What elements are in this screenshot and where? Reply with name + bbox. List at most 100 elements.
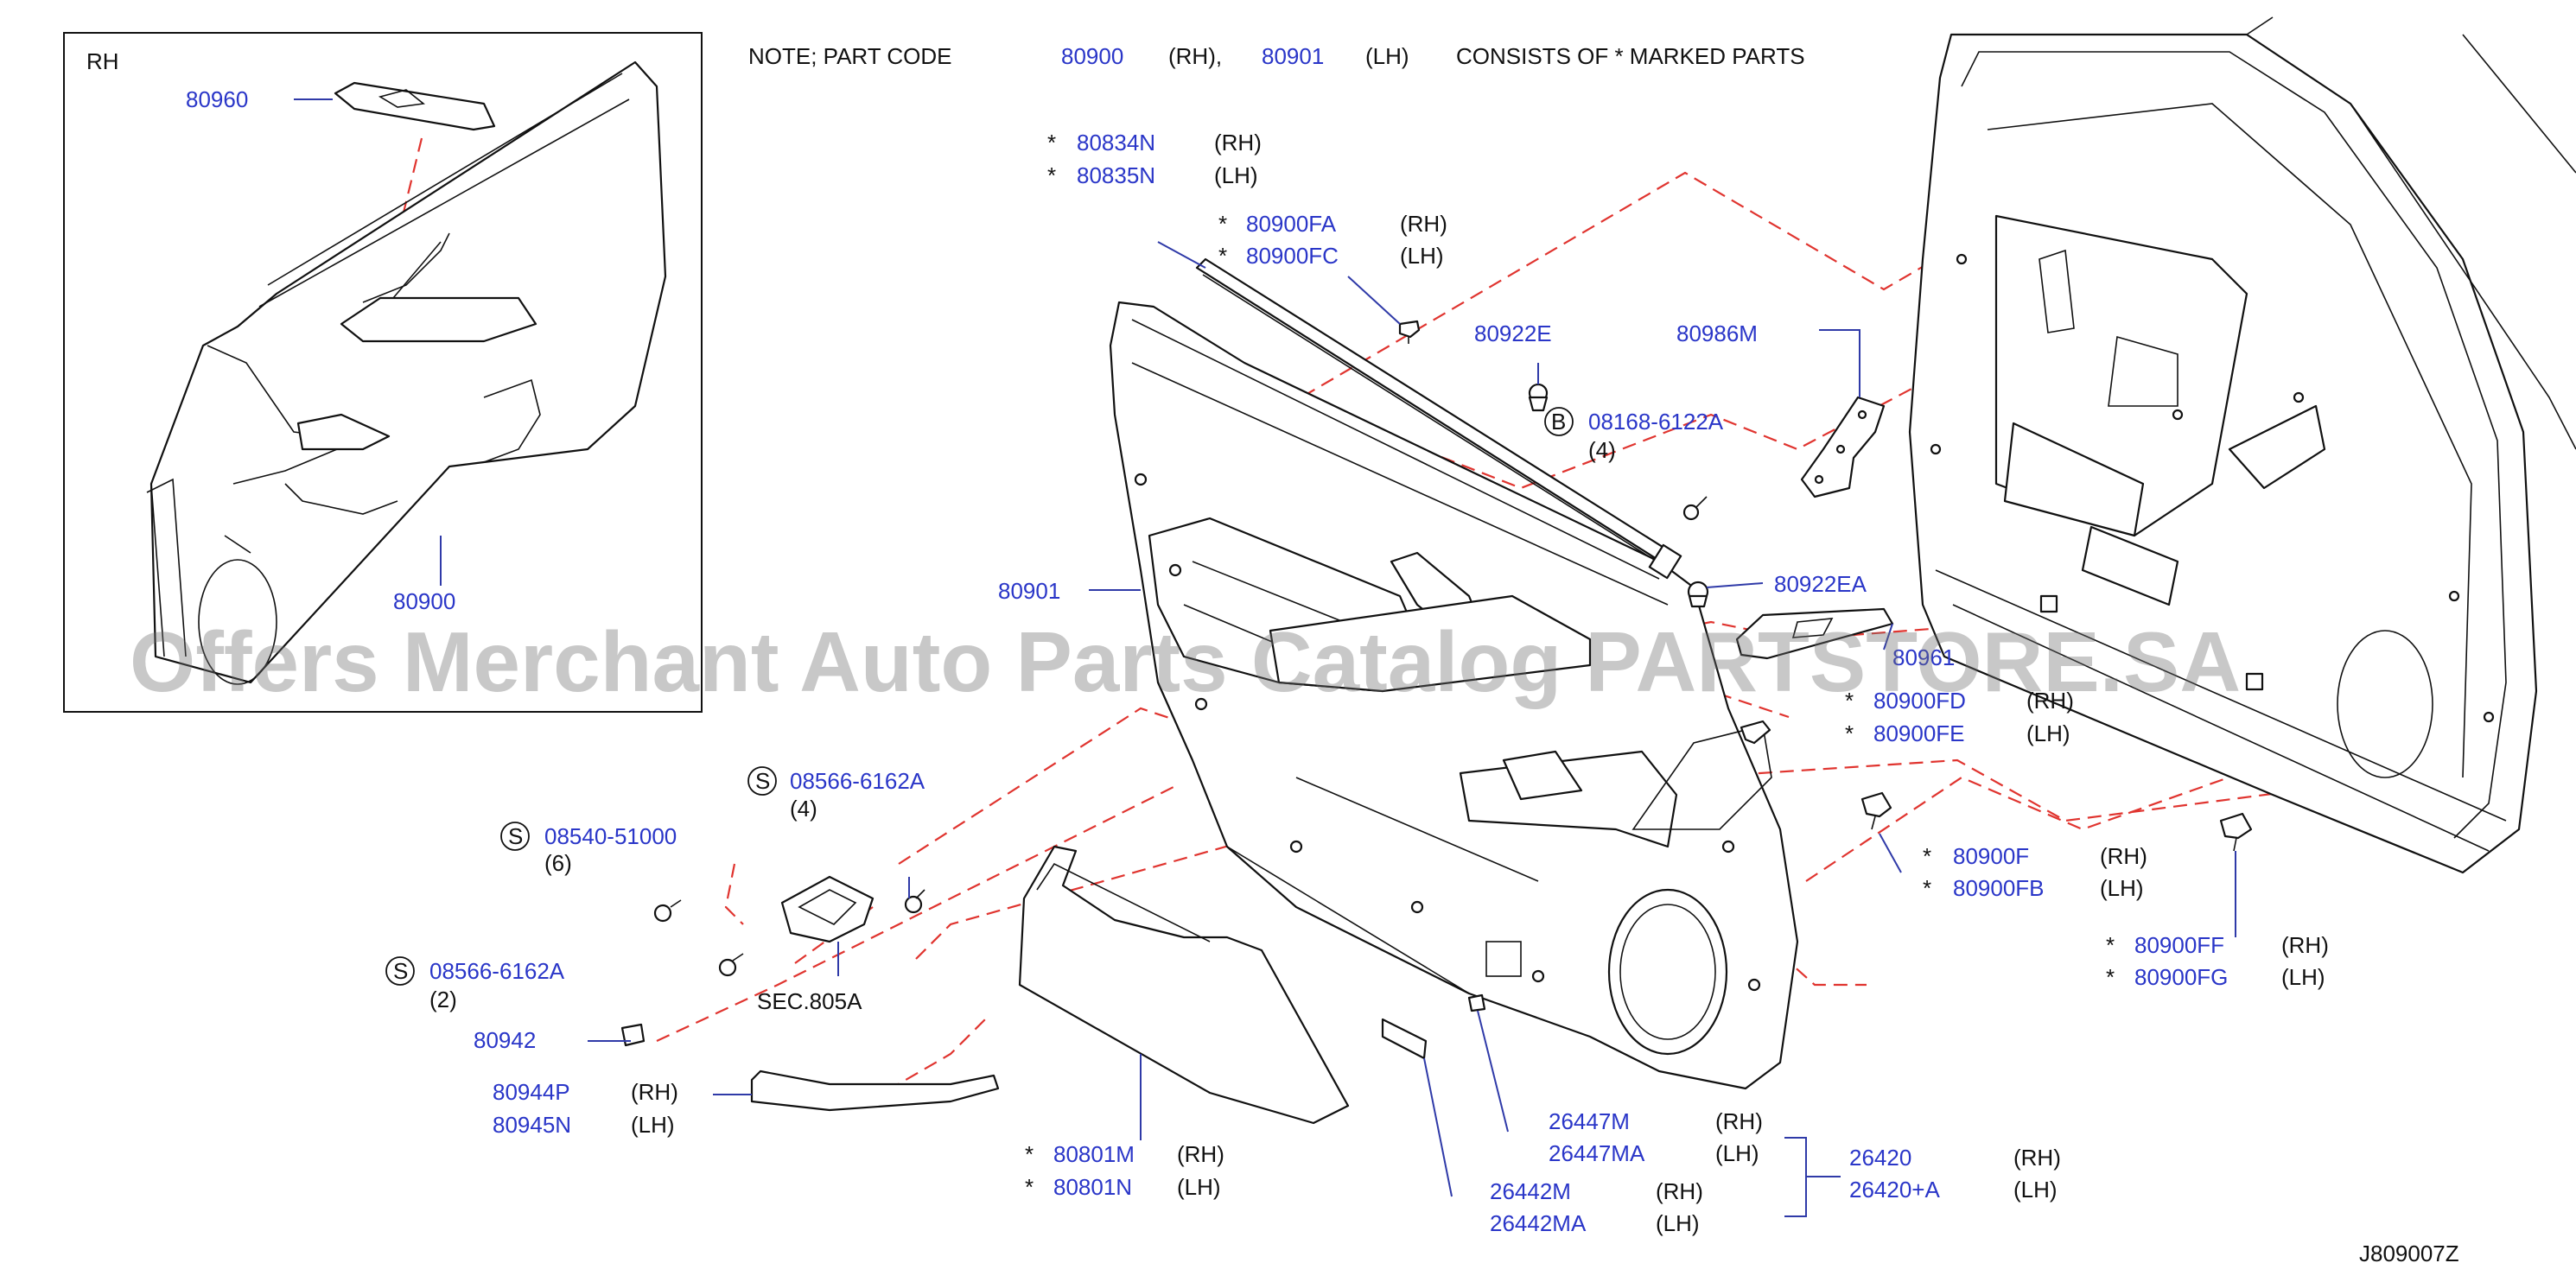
clip-80900FA: [1398, 320, 1421, 344]
part-08168-6122A[interactable]: 08168-6122A: [1588, 409, 1724, 435]
part-26442M[interactable]: 26442M: [1490, 1178, 1571, 1204]
side-lh: (LH): [1177, 1174, 1221, 1200]
inset-part-80900[interactable]: 80900: [393, 588, 455, 614]
part-80922E[interactable]: 80922E: [1474, 320, 1552, 346]
side-lh: (LH): [1715, 1140, 1759, 1166]
screw-type-s-marker: [500, 822, 530, 851]
note-rh: (RH),: [1168, 43, 1222, 69]
inset-rh-view: RH 80960 80900: [63, 32, 703, 713]
part-80961[interactable]: 80961: [1892, 644, 1955, 670]
side-rh: (RH): [1656, 1178, 1703, 1204]
side-rh: (RH): [2100, 843, 2147, 869]
inset-side-label: RH: [86, 48, 119, 74]
note-lh: (LH): [1365, 43, 1409, 69]
watermark: Offers Merchant Auto Parts Catalog PARTS…: [130, 614, 2241, 709]
part-80900FA[interactable]: 80900FA: [1246, 211, 1337, 237]
qty-08540: (6): [544, 850, 572, 876]
note-code-rh[interactable]: 80900: [1061, 43, 1123, 69]
screw-08168: [1682, 496, 1708, 521]
bracket-80986M: [1800, 396, 1886, 498]
side-lh: (LH): [1214, 162, 1258, 188]
callout-labels: * 80834N (RH) * 80835N (LH) * 80900FA (R…: [385, 130, 2459, 1266]
side-lh: (LH): [2100, 875, 2144, 901]
inset-part-80960[interactable]: 80960: [186, 86, 248, 112]
part-80900FB[interactable]: 80900FB: [1953, 875, 2045, 901]
part-80945N[interactable]: 80945N: [493, 1112, 571, 1138]
bolt-type-b-marker: [1544, 407, 1574, 436]
note-prefix: NOTE; PART CODE: [748, 43, 952, 69]
side-rh: (RH): [631, 1079, 678, 1105]
part-80900F[interactable]: 80900F: [1953, 843, 2029, 869]
side-lh: (LH): [631, 1112, 675, 1138]
part-80835N[interactable]: 80835N: [1077, 162, 1155, 188]
part-80901[interactable]: 80901: [998, 578, 1060, 604]
star-marker: *: [2106, 964, 2115, 990]
part-80801N[interactable]: 80801N: [1053, 1174, 1132, 1200]
star-marker: *: [1845, 688, 1854, 714]
part-80900FC[interactable]: 80900FC: [1246, 243, 1339, 269]
part-80900FF[interactable]: 80900FF: [2134, 932, 2224, 958]
side-lh: (LH): [1400, 243, 1444, 269]
star-marker: *: [1025, 1174, 1034, 1200]
part-80986M[interactable]: 80986M: [1676, 320, 1758, 346]
side-lh: (LH): [2026, 720, 2070, 746]
screw-type-s-marker: [385, 956, 415, 986]
note-line: NOTE; PART CODE 80900 (RH), 80901 (LH) C…: [748, 43, 1805, 69]
part-08566-6162A-b[interactable]: 08566-6162A: [429, 958, 565, 984]
clip-80922EA: [1687, 581, 1709, 608]
part-80834N[interactable]: 80834N: [1077, 130, 1155, 155]
part-08540-51000[interactable]: 08540-51000: [544, 823, 677, 849]
qty-08168: (4): [1588, 437, 1616, 463]
star-marker: *: [1218, 211, 1227, 237]
side-lh: (LH): [2013, 1177, 2058, 1203]
part-26442MA[interactable]: 26442MA: [1490, 1210, 1587, 1236]
star-marker: *: [1218, 243, 1227, 269]
door-inner-frame: [1908, 16, 2576, 874]
circle-s-letter: S: [508, 823, 523, 849]
side-rh: (RH): [1214, 130, 1262, 155]
side-lh: (LH): [1656, 1210, 1700, 1236]
part-26420A[interactable]: 26420+A: [1849, 1177, 1940, 1203]
screw-type-s-marker: [747, 766, 777, 796]
part-80900FE[interactable]: 80900FE: [1873, 720, 1965, 746]
screw-08566-a: [904, 889, 925, 914]
circle-s-letter: S: [393, 958, 408, 984]
part-08566-6162A-a[interactable]: 08566-6162A: [790, 768, 925, 794]
fasteners: [620, 320, 2253, 1060]
section-ref-805A[interactable]: SEC.805A: [757, 988, 862, 1014]
door-trim-panel-80901: [1109, 301, 1799, 1090]
part-26420[interactable]: 26420: [1849, 1145, 1911, 1171]
part-80922EA[interactable]: 80922EA: [1774, 571, 1867, 597]
circle-b-letter: B: [1551, 409, 1566, 435]
screw-08540: [653, 899, 682, 923]
side-rh: (RH): [2013, 1145, 2061, 1171]
side-rh: (RH): [2281, 932, 2329, 958]
note-suffix: CONSISTS OF * MARKED PARTS: [1456, 43, 1805, 69]
inside-handle-sec805a: [780, 875, 875, 943]
part-80900FD[interactable]: 80900FD: [1873, 688, 1966, 714]
star-marker: *: [1047, 162, 1056, 188]
map-pocket-80801M: [1018, 845, 1350, 1125]
screw-08566-b: [718, 953, 744, 977]
note-code-lh[interactable]: 80901: [1262, 43, 1324, 69]
qty-08566-a: (4): [790, 796, 817, 822]
side-rh: (RH): [1715, 1108, 1763, 1134]
leader-lines: [588, 241, 2236, 1217]
side-rh: (RH): [2026, 688, 2074, 714]
clip-80922E: [1528, 383, 1549, 412]
inset-door-panel: [149, 60, 667, 684]
armrest-strip-80944P: [750, 1069, 1000, 1112]
inset-window-switch-finisher: [334, 81, 496, 131]
star-marker: *: [1923, 843, 1931, 869]
part-26447M[interactable]: 26447M: [1549, 1108, 1630, 1134]
star-marker: *: [1845, 720, 1854, 746]
cap-80942: [620, 1023, 646, 1047]
side-lh: (LH): [2281, 964, 2325, 990]
weatherstrip-80834N: [1195, 257, 1682, 580]
part-80900FG[interactable]: 80900FG: [2134, 964, 2228, 990]
part-80944P[interactable]: 80944P: [493, 1079, 570, 1105]
part-26447MA[interactable]: 26447MA: [1549, 1140, 1645, 1166]
star-marker: *: [1047, 130, 1056, 155]
part-80801M[interactable]: 80801M: [1053, 1141, 1135, 1167]
part-80942[interactable]: 80942: [474, 1027, 536, 1053]
